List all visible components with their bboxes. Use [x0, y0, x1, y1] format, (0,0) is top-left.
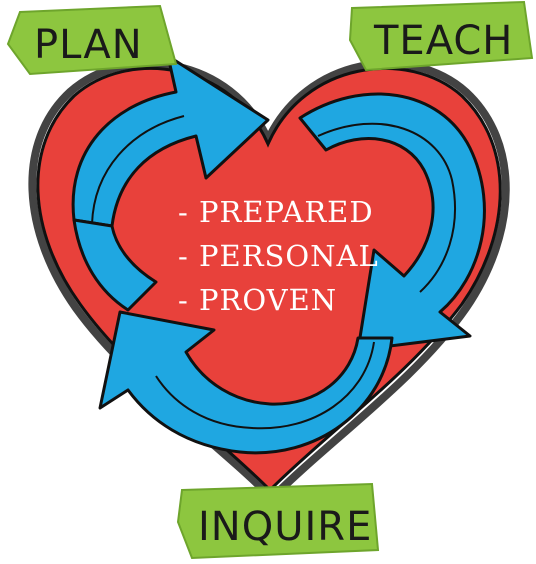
- cycle-arrow-inquire: [98, 310, 394, 455]
- plan-banner: PLAN: [6, 4, 178, 76]
- arrow-inner-line-bottom: [155, 341, 375, 430]
- list-item-personal: - PERSONAL: [178, 239, 379, 273]
- teach-label: TEACH: [373, 18, 513, 64]
- arrow-inner-line-right: [317, 122, 456, 293]
- inquire-label: INQUIRE: [198, 504, 372, 550]
- cycle-arrow-teach: [298, 92, 486, 352]
- plan-label: PLAN: [34, 22, 143, 68]
- list-item-proven: - PROVEN: [178, 283, 337, 317]
- list-item-prepared: - PREPARED: [178, 195, 374, 229]
- teach-banner: TEACH: [348, 0, 534, 72]
- cycle-arrow-plan-tail: [72, 218, 158, 312]
- arrow-inner-line-left: [91, 115, 185, 225]
- center-list: - PREPARED - PERSONAL - PROVEN: [178, 195, 379, 317]
- inquire-banner: INQUIRE: [176, 482, 380, 560]
